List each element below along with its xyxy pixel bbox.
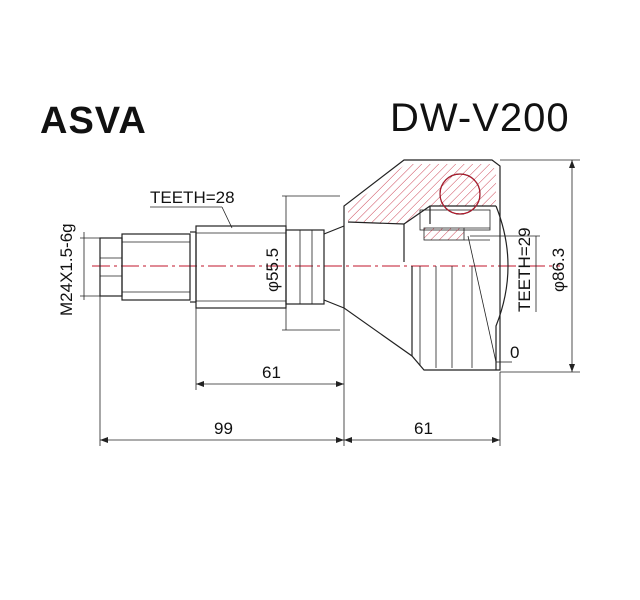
o-label: 0 [510,343,519,362]
dim-bell-length-label: 61 [414,419,433,438]
brand-logo-text: ASVA [40,100,147,142]
dim-bell-diameter-label: φ86.3 [549,248,568,292]
bell-housing [343,159,509,371]
dim-shaft-diameter-label: φ55.5 [263,248,282,292]
dim-bell-length: 61 [344,372,501,446]
part-number: DW-V200 [390,96,570,140]
thread-spec: M24X1.5-6g [57,223,100,316]
threaded-end [99,231,197,303]
dim-shaft-length: 61 [195,302,345,446]
teeth-inner-label: TEETH=29 [515,227,534,312]
teeth-outer: TEETH=28 [150,188,235,229]
teeth-outer-label: TEETH=28 [150,188,235,207]
teeth-inner: TEETH=29 [470,227,540,312]
dim-total-length: 99 [99,296,344,446]
dim-total-length-label: 99 [214,419,233,438]
dim-shaft-length-label: 61 [262,363,281,382]
thread-spec-label: M24X1.5-6g [57,223,76,316]
o-label-leader: 0 [467,235,519,363]
dim-shaft-diameter: φ55.5 [263,195,340,331]
splined-shaft [195,225,345,309]
dim-bell-diameter: φ86.3 [500,159,580,373]
